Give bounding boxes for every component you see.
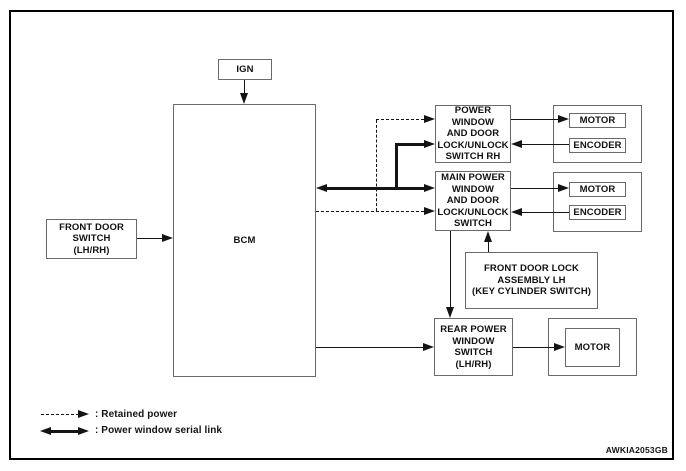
node-front-door-switch: FRONT DOOR SWITCH (LH/RH) — [46, 219, 137, 259]
connector-serial-branch-h — [395, 143, 426, 146]
node-front-door-lock-assembly: FRONT DOOR LOCK ASSEMBLY LH (KEY CYLINDE… — [465, 252, 598, 309]
connector-lock-main — [488, 240, 490, 252]
legend-dashed-line — [41, 414, 79, 415]
figure-code: AWKIA2053GB — [605, 445, 668, 455]
arrowhead-fds-bcm — [162, 234, 173, 242]
legend-retained-power-label: : Retained power — [95, 409, 178, 420]
node-power-window-switch-rh: POWER WINDOW AND DOOR LOCK/UNLOCK SWITCH… — [435, 105, 511, 163]
arrowhead-serial-main — [424, 184, 435, 192]
connector-encoder-main — [520, 212, 569, 214]
arrowhead-ign-bcm — [240, 93, 248, 104]
connector-main-rear — [450, 231, 452, 308]
legend-thick-arrowhead-left — [40, 427, 51, 435]
connector-rear-motor — [513, 347, 556, 349]
connector-fds-bcm — [137, 238, 164, 240]
arrowhead-encoder-rh — [511, 140, 522, 148]
legend-serial-link-label: : Power window serial link — [95, 425, 223, 436]
arrowhead-retained-main — [424, 207, 435, 215]
arrowhead-bcm-rear — [423, 343, 434, 351]
arrowhead-encoder-main — [511, 208, 522, 216]
connector-retained-rh — [376, 119, 424, 120]
node-main-power-window-switch: MAIN POWER WINDOW AND DOOR LOCK/UNLOCK S… — [435, 171, 511, 231]
node-encoder-rh: ENCODER — [569, 138, 626, 153]
group-motor-encoder-main — [553, 172, 642, 232]
node-bcm: BCM — [173, 104, 316, 377]
connector-ign-bcm — [244, 80, 246, 96]
legend-thick-arrowhead-right — [78, 427, 89, 435]
arrowhead-retained-rh — [424, 115, 435, 123]
node-motor-rh: MOTOR — [569, 113, 626, 128]
connector-retained-main — [316, 211, 424, 212]
connector-main-motor — [511, 188, 558, 190]
connector-bcm-rear — [316, 347, 425, 349]
arrowhead-serial-bcm — [316, 184, 327, 192]
legend-thick-line — [49, 430, 79, 433]
arrowhead-lock-main — [484, 231, 492, 242]
connector-serial-main — [325, 187, 426, 190]
arrowhead-rh-motor — [558, 115, 569, 123]
node-ign: IGN — [218, 59, 272, 80]
arrowhead-serial-rh — [424, 140, 435, 148]
connector-encoder-rh — [520, 144, 569, 146]
connector-serial-branch-v — [395, 143, 398, 189]
connector-rh-motor — [511, 119, 558, 121]
arrowhead-main-motor — [558, 184, 569, 192]
arrowhead-main-rear — [446, 307, 454, 318]
node-encoder-main: ENCODER — [569, 205, 626, 220]
node-rear-power-window-switch: REAR POWER WINDOW SWITCH (LH/RH) — [434, 318, 513, 376]
connector-retained-branch-v — [376, 120, 377, 211]
node-motor-main: MOTOR — [569, 182, 626, 197]
node-motor-rear: MOTOR — [565, 328, 620, 367]
legend-dashed-arrowhead — [78, 410, 89, 418]
arrowhead-rear-motor — [554, 343, 565, 351]
